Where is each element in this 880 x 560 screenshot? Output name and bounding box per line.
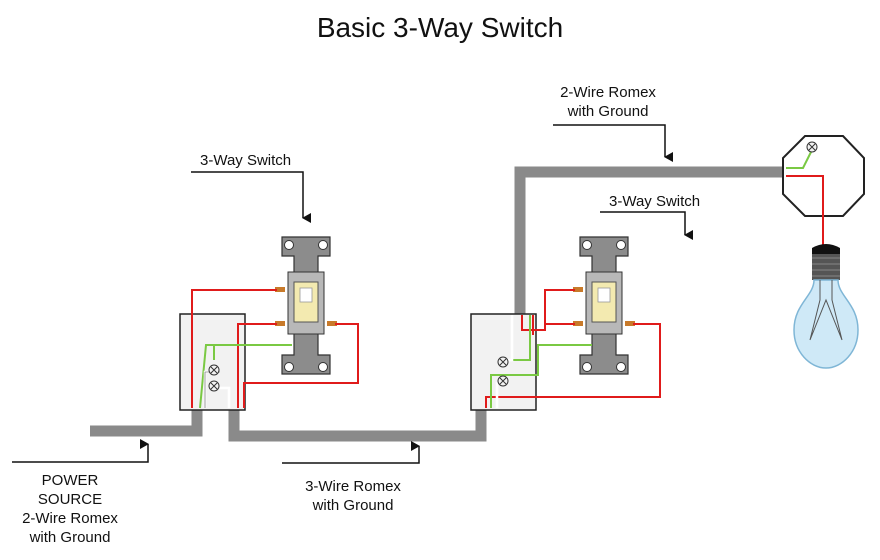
- left-wires: [191, 289, 359, 409]
- arrow-romex-middle: [282, 441, 420, 464]
- arrow-romex-top: [553, 124, 673, 162]
- label-romex-middle-line1: 3-Wire Romex: [305, 478, 401, 495]
- pointer-lines: [12, 124, 693, 464]
- right-three-way-switch: [573, 236, 635, 375]
- label-power-source-line4: with Ground: [29, 529, 111, 546]
- diagram-title: Basic 3-Way Switch: [316, 12, 564, 43]
- label-romex-top: 2-Wire Romex with Ground: [549, 83, 667, 121]
- label-switch-left: 3-Way Switch: [200, 152, 292, 169]
- label-power-source-line3: 2-Wire Romex: [22, 510, 118, 527]
- label-romex-middle: 3-Wire Romex with Ground: [294, 477, 412, 515]
- arrow-power-source: [12, 439, 149, 463]
- left-switch-box: [179, 313, 246, 411]
- label-power-source-line2: SOURCE: [37, 491, 103, 508]
- label-romex-top-line1: 2-Wire Romex: [560, 84, 656, 101]
- light-bulb: [793, 244, 859, 369]
- label-romex-middle-line2: with Ground: [312, 497, 394, 514]
- three-wire-romex-cable: [228, 408, 487, 442]
- label-romex-top-line2: with Ground: [567, 103, 649, 120]
- two-wire-romex-cable: [514, 166, 786, 315]
- arrow-switch-left: [191, 171, 311, 223]
- cables: [90, 166, 786, 442]
- label-power-source-line1: POWER: [41, 472, 99, 489]
- label-switch-right: 3-Way Switch: [609, 193, 701, 210]
- power-source-cable: [90, 408, 203, 437]
- left-three-way-switch: [275, 236, 337, 375]
- label-power-source: POWER SOURCE 2-Wire Romex with Ground: [10, 471, 130, 547]
- arrow-switch-right: [600, 211, 693, 240]
